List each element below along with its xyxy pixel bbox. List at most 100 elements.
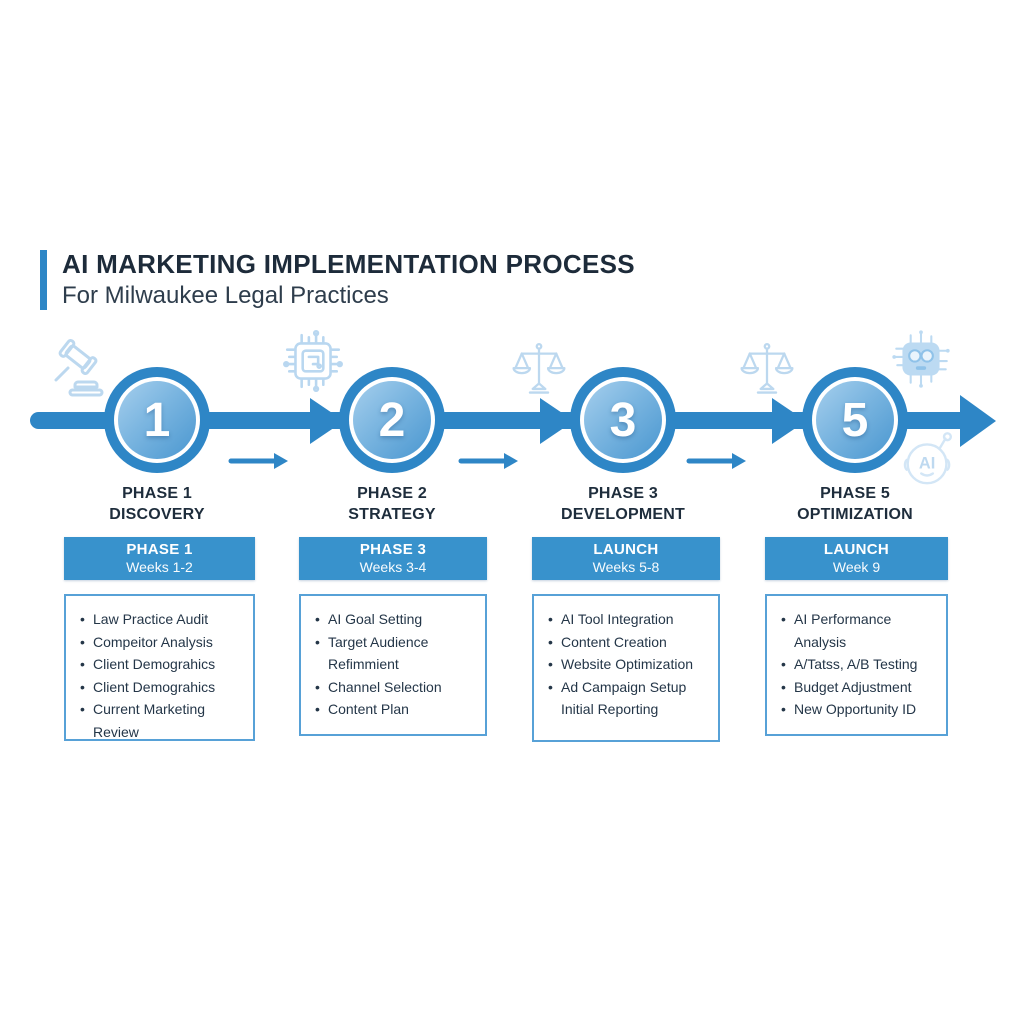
- arrowhead-icon: [960, 395, 996, 447]
- task-text: New Opportunity ID: [794, 701, 917, 717]
- scales-icon: [510, 340, 568, 403]
- phase-number: 1: [143, 393, 171, 447]
- phase-banner-2: PHASE 3 Weeks 3-4: [299, 537, 487, 580]
- bullet-dot: •: [315, 678, 320, 695]
- title-accent-bar: [40, 250, 47, 310]
- task-text: Target Audience Refimmient: [328, 633, 429, 673]
- phase-circle-3: 3: [570, 367, 676, 473]
- bullet-dot: •: [781, 678, 786, 695]
- task-list-item: • AI Tool Integration: [548, 608, 714, 631]
- banner-weeks: Weeks 5-8: [592, 559, 660, 575]
- page-subtitle: For Milwaukee Legal Practices: [62, 282, 389, 309]
- timeline-arrow-shaft: [30, 412, 965, 429]
- task-list-item: • Compeitor Analysis: [80, 631, 249, 654]
- task-list-item: Initial Reporting: [548, 698, 714, 721]
- phase-circle-1: 1: [104, 367, 210, 473]
- task-text: Current Marketing Review: [93, 701, 206, 740]
- task-text: Law Practice Audit: [93, 611, 209, 627]
- scales-icon: [738, 340, 796, 403]
- bullet-dot: •: [315, 633, 320, 650]
- task-text: A/Tatss, A/B Testing: [794, 656, 918, 672]
- page-title: AI MARKETING IMPLEMENTATION PROCESS: [62, 249, 635, 279]
- task-text: Channel Selection: [328, 678, 442, 695]
- task-text: Initial Reporting: [561, 701, 659, 717]
- phase-label-1: PHASE 1 DISCOVERY: [47, 483, 267, 525]
- task-text: Compeitor Analysis: [93, 633, 213, 650]
- phase-number: 2: [378, 393, 406, 447]
- task-list-item: • Ad Campaign Setup: [548, 676, 714, 699]
- bullet-dot: •: [548, 678, 553, 695]
- phase-label-line1: PHASE 3: [588, 485, 658, 502]
- phase-circle-5: 5: [802, 367, 908, 473]
- phase-label-line1: PHASE 2: [357, 485, 427, 502]
- small-arrow-icon: [228, 452, 290, 475]
- phase-label-2: PHASE 2 STRATEGY: [282, 483, 502, 525]
- bullet-dot: •: [548, 633, 553, 650]
- task-list-item: • Content Plan: [315, 698, 481, 721]
- task-list-item: • Current Marketing Review: [80, 698, 249, 743]
- small-arrow-icon: [686, 452, 748, 475]
- task-text: AI Performance Analysis: [794, 611, 892, 650]
- phase-task-box-5: • AI Performance Analysis • A/Tatss, A/B Te…: [765, 594, 948, 736]
- phase-label-line2: DISCOVERY: [109, 506, 205, 523]
- task-text: Ad Campaign Setup: [561, 678, 687, 695]
- bullet-dot: [548, 698, 561, 721]
- banner-title: PHASE 3: [359, 541, 427, 558]
- phase-task-box-2: •AI Goal Setting•Target Audience Refimmi…: [299, 594, 487, 736]
- robot-chip-icon: [888, 326, 954, 397]
- phase-label-line2: OPTIMIZATION: [797, 506, 913, 523]
- task-text: Content Creation: [561, 633, 667, 650]
- phase-banner-3: LAUNCH Weeks 5-8: [532, 537, 720, 580]
- bullet-dot: •: [80, 656, 85, 672]
- phase-banner-5: LAUNCH Week 9: [765, 537, 948, 580]
- banner-title: PHASE 1: [126, 541, 193, 558]
- banner-title: LAUNCH: [823, 541, 890, 558]
- phase-banner-1: PHASE 1 Weeks 1-2: [64, 537, 255, 580]
- bullet-dot: •: [80, 701, 85, 717]
- task-list-item: • Law Practice Audit: [80, 608, 249, 631]
- robot-ai-label: AI: [919, 455, 935, 473]
- task-text: Client Demograhics: [93, 678, 216, 695]
- phase-number: 3: [609, 393, 637, 447]
- bullet-dot: •: [781, 611, 786, 627]
- task-list-item: • Target Audience Refimmient: [315, 631, 481, 676]
- task-text: Client Demograhics: [93, 656, 216, 672]
- phase-label-line2: DEVELOPMENT: [561, 506, 685, 523]
- banner-weeks: Weeks 1-2: [126, 559, 193, 575]
- task-text: Content Plan: [328, 701, 409, 717]
- phase-task-box-3: • AI Tool Integration • Content Creation •We…: [532, 594, 720, 742]
- task-text: Budget Adjustment: [794, 678, 912, 695]
- phase-circle-2: 2: [339, 367, 445, 473]
- task-list-item: • Client Demograhics: [80, 676, 249, 699]
- bullet-dot: •: [781, 701, 786, 717]
- phase-task-box-1: • Law Practice Audit • Compeitor Analysis • C…: [64, 594, 255, 741]
- robot-ai-icon: AI: [898, 428, 960, 495]
- arrowhead-icon: [310, 398, 344, 444]
- task-list-item: • Content Creation: [548, 631, 714, 654]
- phase-label-line2: STRATEGY: [348, 506, 436, 523]
- bullet-dot: •: [80, 611, 85, 627]
- task-list-item: • Budget Adjustment: [781, 676, 942, 699]
- bullet-dot: •: [315, 701, 320, 717]
- banner-weeks: Week 9: [832, 559, 881, 575]
- bullet-dot: •: [80, 633, 85, 650]
- gavel-icon: [48, 336, 112, 405]
- chip-icon: [280, 328, 346, 399]
- phase-label-3: PHASE 3 DEVELOPMENT: [513, 483, 733, 525]
- phase-label-5: PHASE 5 OPTIMIZATION: [745, 483, 965, 525]
- task-list-item: • New Opportunity ID: [781, 698, 942, 721]
- bullet-dot: •: [548, 611, 553, 627]
- task-list-item: • Client Demograhics: [80, 653, 249, 676]
- arrowhead-icon: [540, 398, 574, 444]
- bullet-dot: •: [80, 678, 85, 695]
- task-list-item: •Website Optimization: [548, 653, 714, 676]
- small-arrow-icon: [458, 452, 520, 475]
- task-list-item: • Channel Selection: [315, 676, 481, 699]
- task-list-item: • AI Performance Analysis: [781, 608, 942, 653]
- task-text: AI Goal Setting: [328, 611, 423, 627]
- phase-label-line1: PHASE 1: [122, 485, 192, 502]
- arrowhead-icon: [772, 398, 806, 444]
- task-text: AI Tool Integration: [561, 611, 674, 627]
- task-list-item: •AI Goal Setting: [315, 608, 481, 631]
